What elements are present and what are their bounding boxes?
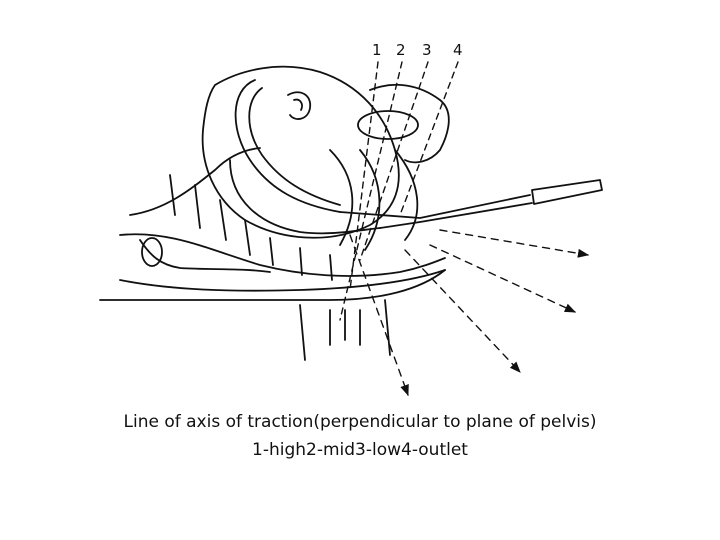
axis-line-1: [350, 62, 378, 290]
traction-axis-low: [405, 250, 520, 372]
figure-caption: Line of axis of traction(perpendicular t…: [0, 408, 720, 464]
axis-line-3: [360, 62, 428, 260]
traction-axis-mid: [430, 245, 575, 312]
fetal-ear: [288, 92, 310, 119]
maternal-back-outline: [130, 148, 260, 215]
bladder: [142, 238, 162, 266]
axis-line-4: [400, 62, 458, 215]
label-3: 3: [422, 41, 432, 59]
label-2: 2: [396, 41, 406, 59]
forceps-traction-diagram: 1 2 3 4: [0, 0, 720, 400]
caption-line-1: Line of axis of traction(perpendicular t…: [0, 408, 720, 436]
traction-axis-high: [440, 230, 588, 255]
caption-line-2: 1-high2-mid3-low4-outlet: [0, 436, 720, 464]
forceps-handle: [532, 180, 602, 204]
forceps-blade-lower: [230, 160, 380, 233]
forceps-blade-upper: [236, 80, 340, 212]
label-1: 1: [372, 41, 382, 59]
uterus-posterior: [140, 240, 270, 272]
sacrum-outline: [120, 234, 445, 276]
vertebrae: [170, 175, 332, 280]
forceps-shank: [340, 195, 530, 218]
forceps-blade-upper-inner: [249, 88, 340, 205]
traction-axis-outlet: [350, 235, 408, 395]
fetal-face: [370, 85, 449, 163]
label-4: 4: [453, 41, 463, 59]
